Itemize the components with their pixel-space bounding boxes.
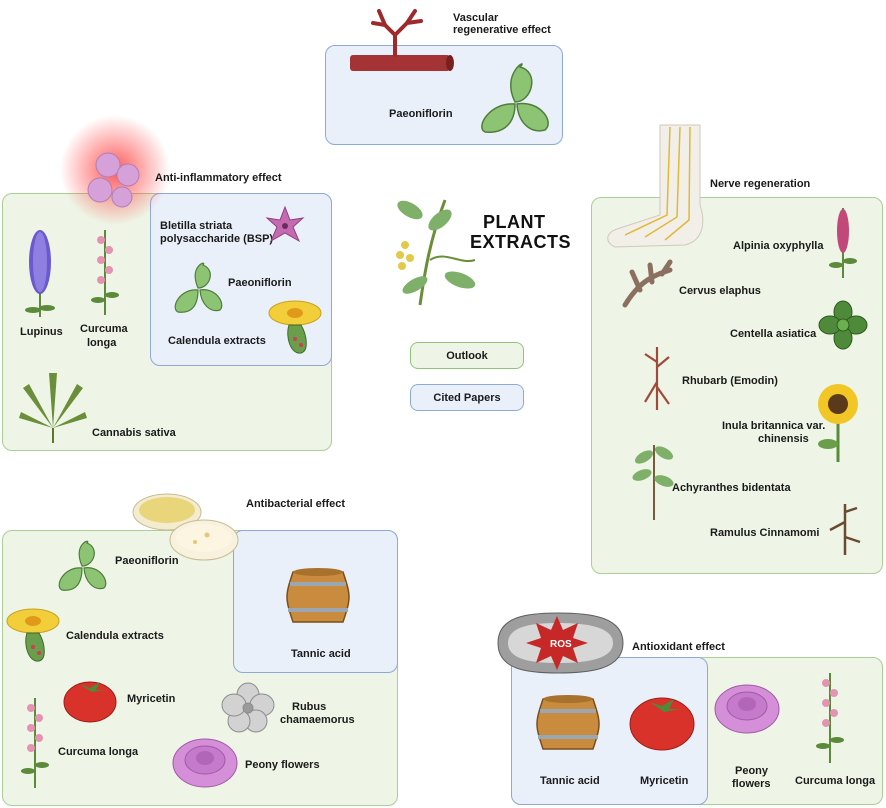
label-peony-ab: Peony flowers (245, 759, 320, 771)
outlook-button[interactable]: Outlook (410, 342, 524, 369)
calendula-icon (268, 300, 322, 354)
label-alpinia: Alpinia oxyphylla (733, 240, 824, 252)
label-centella: Centella asiatica (730, 328, 817, 340)
label-bsp-1: Bletilla striata (160, 220, 233, 232)
snapdragon-icon (816, 673, 844, 763)
tomato-icon (63, 681, 117, 723)
label-rhubarb: Rhubarb (Emodin) (682, 375, 778, 387)
cell-icon (60, 115, 170, 225)
label-paeoniflorin-ab: Paeoniflorin (115, 555, 179, 567)
root-icon (644, 347, 670, 410)
snapdragon-icon (829, 208, 857, 278)
vascular-heading-2: regenerative effect (453, 24, 551, 36)
ros-label: ROS (550, 639, 572, 650)
nerve-heading: Nerve regeneration (710, 178, 811, 190)
center-title-line2: EXTRACTS (470, 232, 572, 252)
antibacterial-heading: Antibacterial effect (246, 498, 346, 510)
label-calendula-ab: Calendula extracts (66, 630, 164, 642)
label-tannic-ao: Tannic acid (540, 775, 600, 787)
snapdragon-icon (91, 230, 119, 315)
rosette-icon (818, 300, 868, 350)
label-curcuma-ab: Curcuma longa (58, 746, 139, 758)
anti-inflammatory-heading: Anti-inflammatory effect (155, 172, 282, 184)
leaf-icon (481, 63, 549, 133)
label-paeoniflorin-ai: Paeoniflorin (228, 277, 292, 289)
label-peony-ao-2: flowers (732, 778, 771, 790)
sunflower-icon (818, 384, 858, 462)
center-title-line1: PLANT (483, 212, 546, 232)
twig-icon (829, 504, 861, 555)
cannabis-icon (19, 373, 87, 443)
leaf-icon (58, 540, 107, 591)
barrel-icon (286, 568, 350, 623)
plant-icon (396, 199, 476, 306)
vessel-icon (350, 9, 454, 71)
label-curcuma-2: longa (87, 337, 117, 349)
tomato-icon (629, 697, 695, 751)
vascular-heading-1: Vascular (453, 12, 499, 24)
label-lupinus: Lupinus (20, 326, 63, 338)
cited-papers-button[interactable]: Cited Papers (410, 384, 524, 411)
label-myricetin-ab: Myricetin (127, 693, 176, 705)
label-ramulus: Ramulus Cinnamomi (710, 527, 820, 539)
antioxidant-heading: Antioxidant effect (632, 641, 725, 653)
label-cannabis: Cannabis sativa (92, 427, 176, 439)
label-inula-2: chinensis (758, 433, 809, 445)
label-achyranthes: Achyranthes bidentata (672, 482, 791, 494)
label-peony-ao-1: Peony (735, 765, 769, 777)
label-bsp-2: polysaccharide (BSP) (160, 233, 274, 245)
label-cervus: Cervus elaphus (679, 285, 761, 297)
foot-nerve-icon (607, 124, 704, 248)
lupinus-icon (25, 230, 55, 317)
sapling-icon (632, 445, 674, 520)
label-rubus-1: Rubus (292, 701, 327, 713)
rose-icon (714, 684, 780, 734)
calendula-icon (6, 608, 60, 662)
star-flower-icon (265, 205, 305, 243)
leaf-icon (174, 262, 223, 313)
label-inula-1: Inula britannica var. (722, 420, 826, 432)
label-rubus-2: chamaemorus (280, 714, 355, 726)
label-tannic-ab: Tannic acid (291, 648, 351, 660)
vascular-paeoniflorin: Paeoniflorin (389, 108, 453, 120)
flower-icon (221, 682, 275, 733)
label-myricetin-ao: Myricetin (640, 775, 689, 787)
label-curcuma-1: Curcuma (80, 323, 128, 335)
label-calendula-ai: Calendula extracts (168, 335, 266, 347)
petri-dish-icon (132, 493, 239, 561)
snapdragon-icon (21, 698, 49, 788)
rose-icon (172, 738, 238, 788)
barrel-icon (536, 695, 600, 750)
mitochondrion-icon (497, 612, 624, 674)
label-curcuma-ao: Curcuma longa (795, 775, 876, 787)
antler-icon (622, 259, 673, 308)
